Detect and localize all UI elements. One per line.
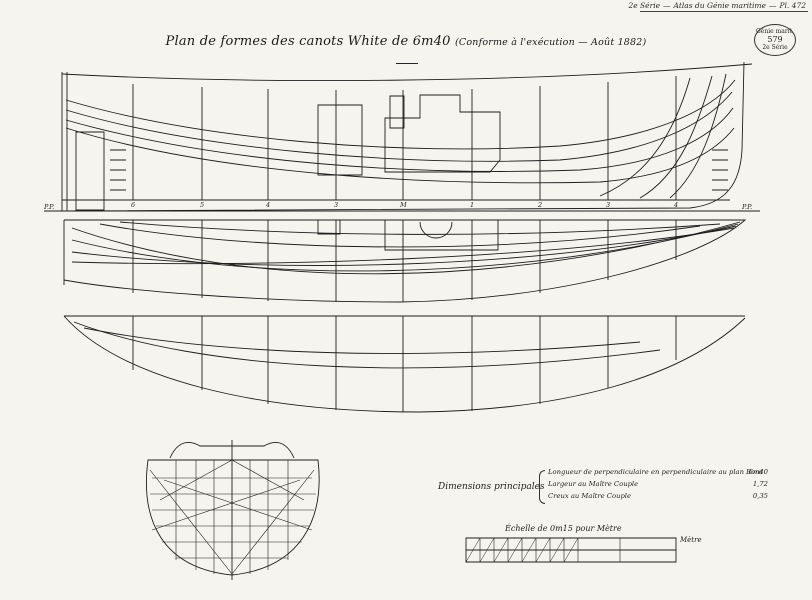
body-plan-grid (149, 459, 316, 575)
waterline-hb-4 (71, 227, 735, 265)
scale-frame (465, 537, 677, 563)
buttock-line-1 (65, 79, 736, 150)
dimension-value: 6m40 (748, 468, 768, 476)
body-plan-view (146, 440, 320, 580)
stamp-number: 579 (767, 35, 783, 44)
archive-stamp: Génie marit. 579 2e Série (754, 24, 796, 56)
engine-casing (317, 104, 363, 176)
dimension-label: Largeur au Maître Couple (548, 480, 639, 488)
scale-diagonals (465, 537, 579, 563)
station-label: 6 (131, 201, 135, 209)
waterline-hb-1 (71, 221, 741, 275)
sheer-line (61, 63, 753, 82)
funnel (389, 95, 405, 129)
boiler-plan (384, 219, 499, 251)
drawing-title: Plan de formes des canots White de 6m40 … (0, 34, 812, 49)
bow-curve-2 (639, 75, 713, 199)
plate-number: Pl. 472 (779, 1, 806, 10)
dimension-value: 0,35 (752, 492, 768, 500)
title-main: Plan de formes des canots White de 6m40 (165, 34, 451, 49)
atlas-label: Atlas du Génie maritime (673, 1, 766, 10)
buttock-line-3 (65, 107, 734, 172)
station-label: 1 (470, 201, 474, 209)
station-label: 5 (200, 201, 204, 209)
plate-header: 2e Série—Atlas du Génie maritime—Pl. 472 (628, 1, 806, 10)
bow-curve-3 (669, 73, 727, 199)
profile-view (59, 61, 753, 212)
profile-station-lines (132, 76, 677, 200)
header-rule (640, 11, 808, 12)
dimension-label: Longueur de perpendiculaire en perpendic… (548, 468, 763, 476)
boiler-housing (384, 94, 501, 173)
scale-ticks (479, 538, 621, 562)
diagonal-hb-2 (119, 221, 721, 235)
label-pp-fwd: P.P. (741, 203, 752, 211)
title-underline (396, 63, 418, 64)
half-breadth-outline (63, 219, 747, 303)
station-label: 3 (334, 201, 338, 209)
dimension-value: 1,72 (752, 480, 768, 488)
stamp-line-1: Génie marit. (756, 28, 794, 35)
half-breadth-station-lines (132, 220, 677, 302)
scale-bar (465, 537, 677, 563)
waterline-ticks (110, 149, 728, 191)
engine-casing-plan (317, 219, 341, 235)
scale-unit: Mètre (680, 536, 702, 544)
station-label: 4 (673, 201, 678, 209)
stem-outline (59, 61, 745, 212)
dimensions-heading: Dimensions principales (438, 482, 545, 492)
waterline-hb-2 (71, 223, 739, 272)
bow-curve-1 (599, 77, 691, 197)
station-label: 2 (537, 201, 542, 209)
deck-plan-view (63, 315, 746, 413)
label-pp-aft: P.P. (43, 203, 54, 211)
series-label: 2e Série (628, 1, 661, 10)
waterline-hb-3 (71, 225, 737, 266)
deck-station-lines (132, 316, 677, 412)
scale-title: Échelle de 0m15 pour Mètre (505, 524, 622, 533)
deck-curve-1 (73, 321, 661, 369)
stamp-line-3: 2e Série (762, 44, 788, 51)
title-sub: (Conforme à l'exécution — Août 1882) (454, 37, 647, 48)
deck-curve-2 (83, 327, 641, 354)
dimensions-brace (539, 470, 545, 504)
diagonal-hb-1 (99, 223, 701, 248)
buttock-line-4 (65, 127, 735, 184)
rudder (75, 131, 105, 211)
dimension-label: Creux au Maître Couple (548, 492, 631, 500)
buttock-line-2 (65, 91, 733, 162)
deck-outline-bottom (63, 315, 746, 413)
station-label: 4 (265, 201, 270, 209)
station-label: M (399, 201, 407, 209)
station-label: 3 (606, 201, 610, 209)
half-breadth-view (63, 219, 747, 303)
boiler-dome (419, 221, 453, 239)
